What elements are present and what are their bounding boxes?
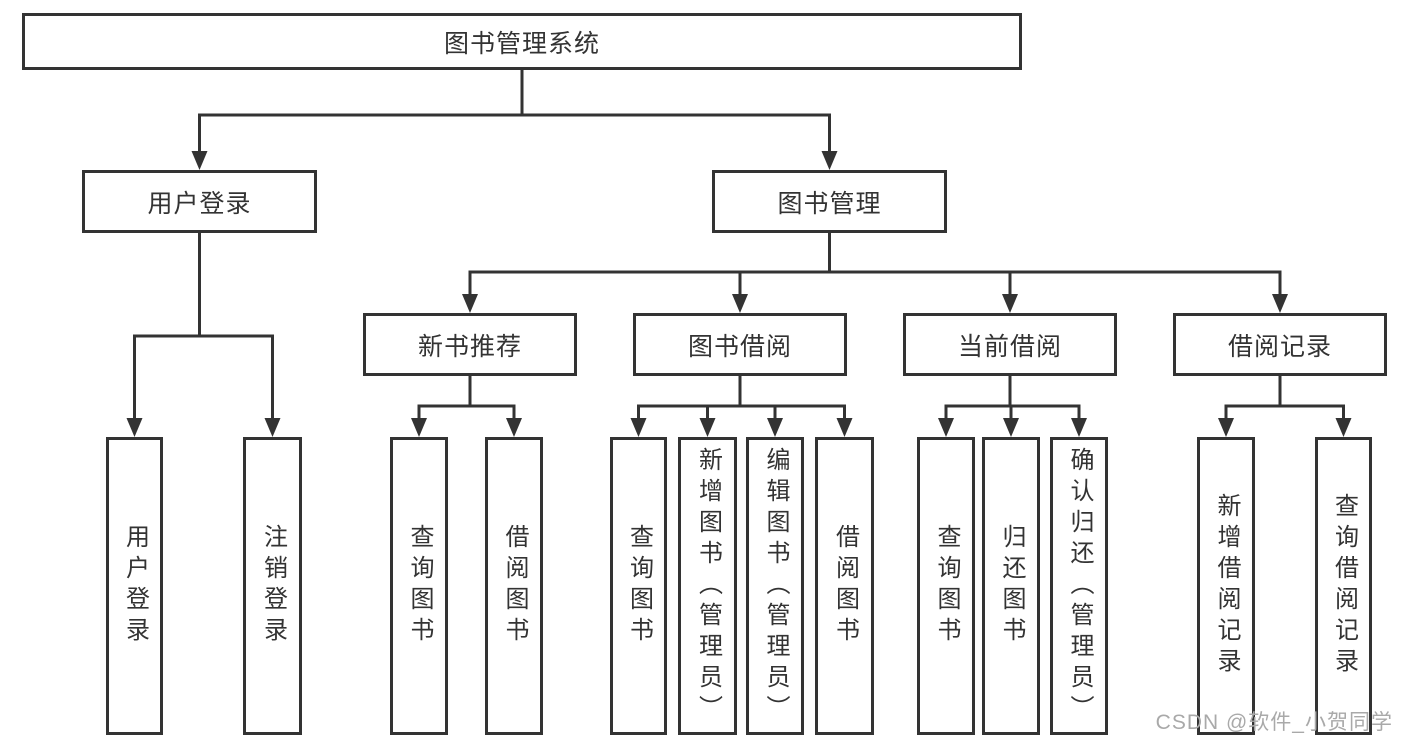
node-cb-confirm-return: 确认归还（管理员） xyxy=(1050,437,1108,735)
node-logout: 注销登录 xyxy=(243,437,302,735)
arrowhead-icon xyxy=(938,418,954,437)
arrowhead-icon xyxy=(732,294,748,313)
arrowhead-icon xyxy=(836,418,853,437)
watermark: CSDN @软件_小贺同学 xyxy=(1155,711,1393,734)
arrowhead-icon xyxy=(1272,294,1288,313)
node-br-add-record: 新增借阅记录 xyxy=(1197,437,1255,735)
node-bb-query-book: 查询图书 xyxy=(610,437,667,735)
node-user-login: 用户登录 xyxy=(82,170,317,233)
node-nbr-borrow-book: 借阅图书 xyxy=(485,437,543,735)
arrowhead-icon xyxy=(767,418,783,437)
arrowhead-icon xyxy=(1071,418,1087,437)
arrowhead-icon xyxy=(630,418,647,437)
node-bb-add-book: 新增图书（管理员） xyxy=(678,437,737,735)
arrowhead-icon xyxy=(191,151,208,170)
arrowhead-icon xyxy=(462,294,478,313)
node-cb-query-book: 查询图书 xyxy=(917,437,975,735)
arrowhead-icon xyxy=(1002,294,1018,313)
arrowhead-icon xyxy=(264,418,281,437)
arrowhead-icon xyxy=(506,418,522,437)
node-current-borrow: 当前借阅 xyxy=(903,313,1117,376)
node-borrow-records: 借阅记录 xyxy=(1173,313,1387,376)
arrowhead-icon xyxy=(1335,418,1352,437)
node-nbr-query-book: 查询图书 xyxy=(390,437,448,735)
arrowhead-icon xyxy=(411,418,427,437)
arrowhead-icon xyxy=(126,418,143,437)
node-login: 用户登录 xyxy=(106,437,163,735)
node-bb-edit-book: 编辑图书（管理员） xyxy=(746,437,804,735)
node-new-book-rec: 新书推荐 xyxy=(363,313,577,376)
node-book-mgmt: 图书管理 xyxy=(712,170,947,233)
arrowhead-icon xyxy=(821,151,838,170)
node-br-query-record: 查询借阅记录 xyxy=(1315,437,1372,735)
arrowhead-icon xyxy=(699,418,716,437)
node-book-borrow: 图书借阅 xyxy=(633,313,847,376)
node-bb-borrow-book: 借阅图书 xyxy=(815,437,874,735)
node-cb-return-book: 归还图书 xyxy=(982,437,1040,735)
node-root: 图书管理系统 xyxy=(22,13,1022,70)
arrowhead-icon xyxy=(1003,418,1019,437)
arrowhead-icon xyxy=(1218,418,1234,437)
